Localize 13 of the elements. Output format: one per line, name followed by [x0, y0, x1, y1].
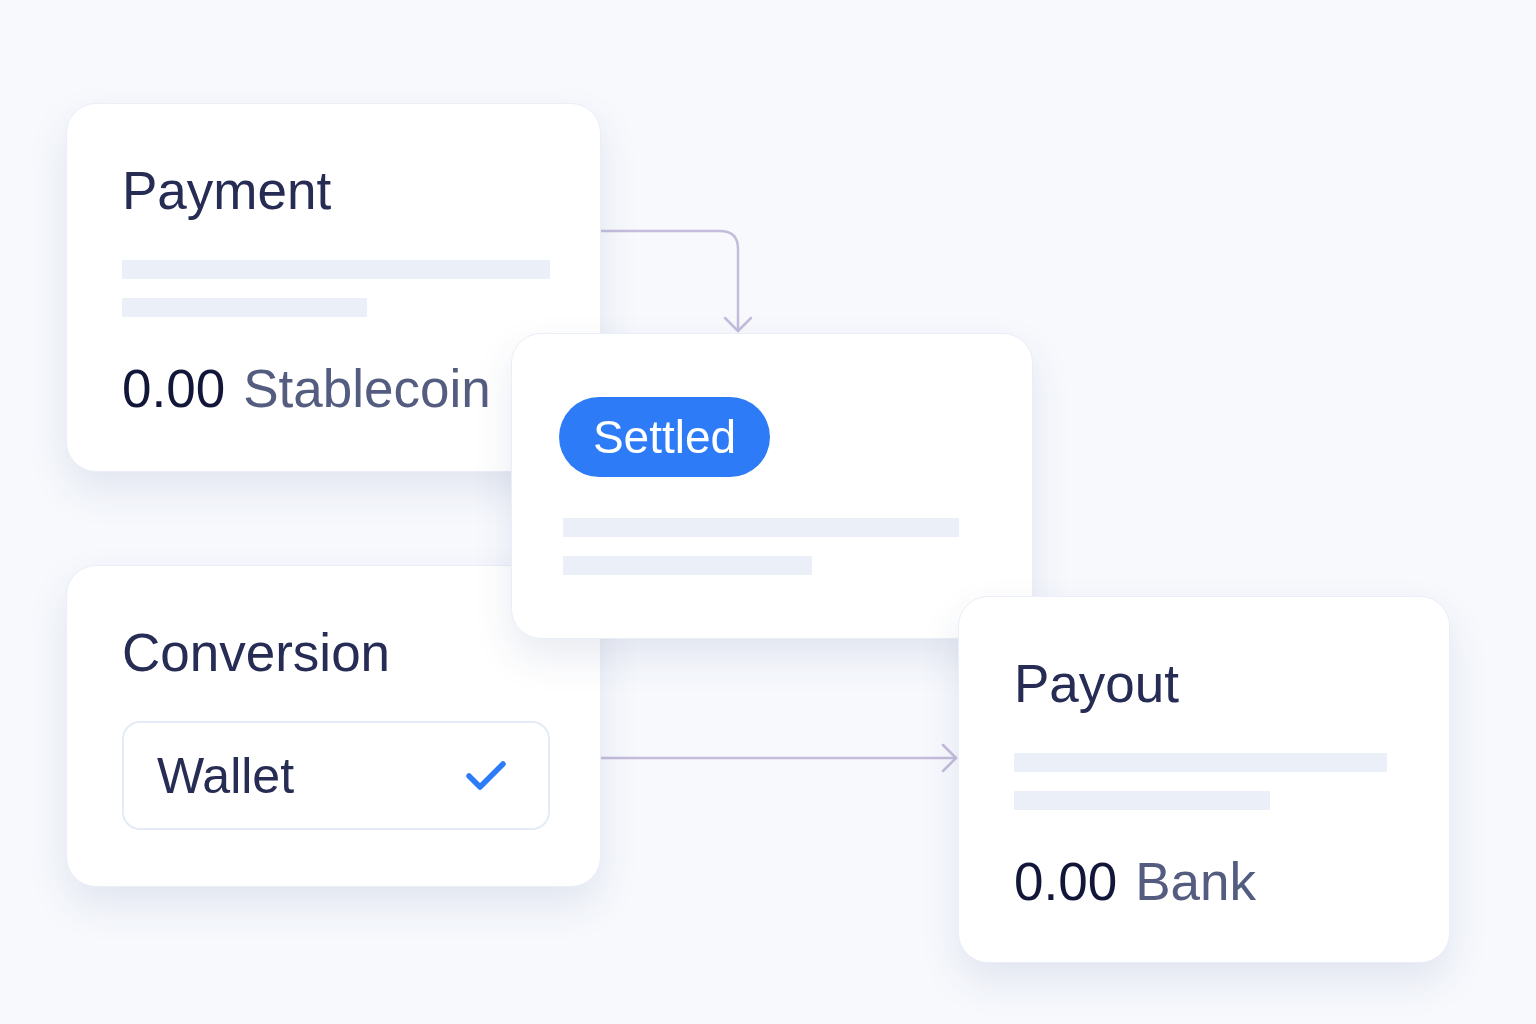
currency-label: Bank [1135, 855, 1256, 908]
field-value: Wallet [157, 750, 295, 801]
card [511, 333, 1033, 639]
select-field [122, 721, 550, 830]
amount-value: 0.00 [122, 362, 226, 415]
amount-value: 0.00 [1014, 855, 1118, 908]
arrow [599, 743, 958, 773]
card-title: Conversion [122, 626, 391, 679]
currency-label: Stablecoin [243, 362, 491, 415]
status-badge: Settled [559, 397, 770, 477]
card [66, 565, 601, 887]
card [958, 596, 1450, 963]
arrow [599, 229, 753, 333]
